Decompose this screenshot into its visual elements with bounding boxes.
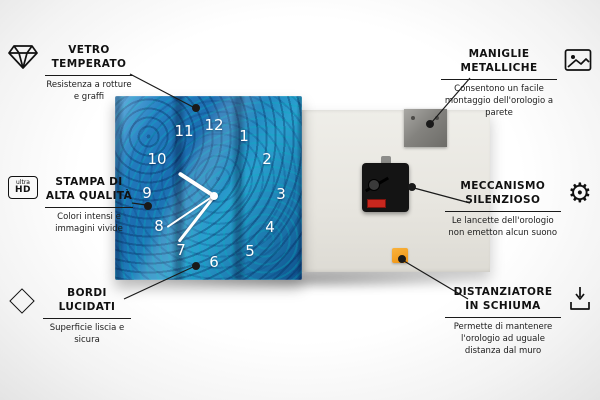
- clock-number-1: 1: [239, 127, 249, 145]
- callout-subtitle: Resistenza a rotture e graffi: [46, 80, 132, 103]
- clock-number-2: 2: [262, 150, 272, 168]
- callout-title: DISTANZIATORE: [453, 286, 553, 298]
- callout-title: IN SCHIUMA: [465, 299, 541, 312]
- spacer-arrow-icon: [568, 286, 592, 312]
- clock-number-6: 6: [209, 253, 219, 271]
- callout-subtitle: Consentono un facile montaggio dell'orol…: [444, 84, 554, 119]
- callout-bordi-lucidati: BORDI LUCIDATI Superficie liscia e sicur…: [8, 287, 131, 347]
- ultra-hd-icon: ultra HD: [8, 176, 38, 199]
- callout-title: TEMPERATO: [51, 57, 127, 70]
- callout-title: VETRO: [68, 44, 110, 56]
- callout-title: SILENZIOSO: [465, 193, 541, 206]
- callout-subtitle: Superficie liscia e sicura: [49, 323, 125, 346]
- battery: [367, 199, 386, 208]
- clock-number-5: 5: [245, 242, 255, 260]
- callout-stampa-alta-qualita: ultra HD STAMPA DI ALTA QUALITÀ Colori i…: [8, 176, 133, 236]
- callout-maniglie-metalliche: MANIGLIE METALLICHE Consentono un facile…: [441, 48, 592, 120]
- clock-number-9: 9: [142, 184, 152, 202]
- callout-meccanismo-silenzioso: MECCANISMO SILENZIOSO Le lancette dell'o…: [444, 178, 592, 240]
- callout-title: MANIGLIE: [468, 48, 530, 60]
- clock-front-panel: [115, 96, 302, 280]
- callout-title: BORDI: [67, 287, 107, 299]
- clock-number-10: 10: [147, 150, 167, 168]
- callout-title: METALLICHE: [460, 61, 538, 74]
- callout-title: MECCANISMO: [460, 180, 546, 192]
- clock-number-11: 11: [174, 122, 194, 140]
- clock-number-3: 3: [276, 185, 286, 203]
- callout-title: STAMPA DI: [55, 176, 123, 188]
- picture-frame-icon: [564, 48, 592, 72]
- clock-number-12: 12: [204, 116, 224, 134]
- ultra-hd-label-top: ultra: [16, 179, 30, 186]
- clock-number-8: 8: [154, 217, 164, 235]
- gear-icon: ⚙: [567, 178, 592, 209]
- foam-spacer: [392, 248, 408, 263]
- diamond-icon: [8, 44, 38, 70]
- callout-subtitle: Colori intensi e immagini vivide: [55, 212, 123, 235]
- callout-vetro-temperato: VETRO TEMPERATO Resistenza a rotture e g…: [8, 44, 133, 104]
- callout-subtitle: Le lancette dell'orologio non emetton al…: [448, 216, 558, 239]
- mechanism-hub: [368, 179, 380, 191]
- callout-title: ALTA QUALITÀ: [45, 189, 133, 202]
- clock-number-4: 4: [265, 218, 275, 236]
- polished-edge-icon: [8, 287, 36, 315]
- ultra-hd-label-bottom: HD: [14, 185, 31, 195]
- callout-title: LUCIDATI: [58, 300, 116, 313]
- clock-number-7: 7: [176, 241, 186, 259]
- clock-mechanism: [362, 163, 409, 212]
- clock-center-cap: [210, 192, 218, 200]
- callout-distanziatore-schiuma: DISTANZIATORE IN SCHIUMA Permette di man…: [445, 286, 592, 358]
- callout-subtitle: Permette di mantenere l'orologio ad ugua…: [453, 322, 553, 357]
- mechanism-hook: [381, 156, 391, 165]
